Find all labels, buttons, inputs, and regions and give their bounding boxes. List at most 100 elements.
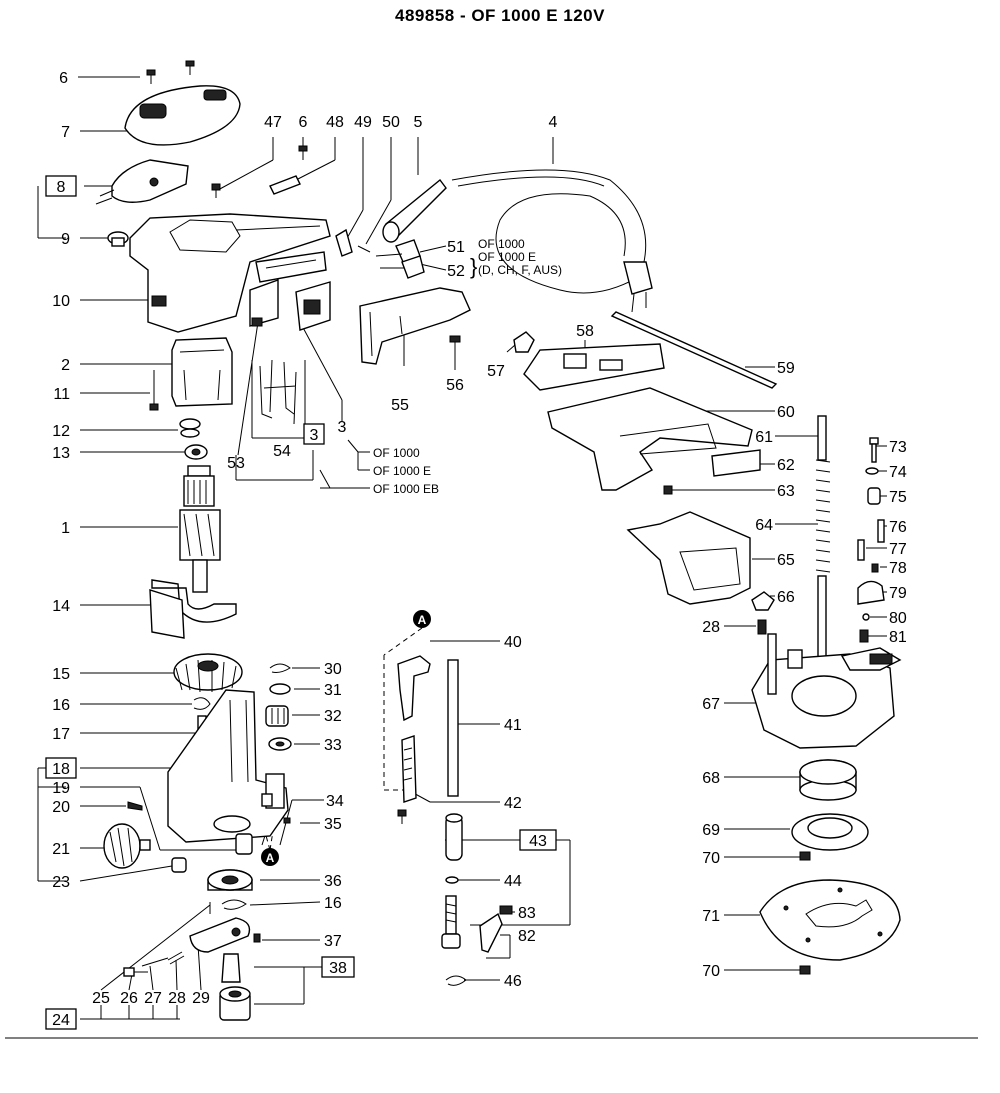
callout-30: 30	[324, 661, 342, 678]
callout-3-box: 3	[310, 427, 319, 444]
washer-part-44	[445, 876, 459, 884]
callout-82: 82	[518, 928, 536, 945]
callout-27: 27	[144, 990, 162, 1007]
lever-part-82	[479, 912, 503, 953]
screw-part-63	[663, 485, 673, 495]
chip-guard-part-65	[626, 511, 751, 605]
callout-59: 59	[777, 360, 795, 377]
svg-text:A: A	[266, 851, 275, 865]
guide-rod-part-59	[610, 311, 778, 389]
callout-77: 77	[889, 541, 907, 558]
callout-34: 34	[326, 793, 344, 810]
callout-62: 62	[777, 457, 795, 474]
washer-part-31	[269, 683, 291, 695]
callout-42: 42	[504, 795, 522, 812]
callout-4: 4	[549, 114, 558, 131]
callout-83: 83	[518, 905, 536, 922]
gear-housing-part-18	[167, 689, 289, 843]
strain-relief-part-5	[382, 178, 447, 243]
svg-text:OF 1000: OF 1000	[478, 237, 525, 251]
callout-63: 63	[777, 483, 795, 500]
motor-housing-part-10	[129, 213, 331, 333]
bearing-part-36	[207, 869, 253, 891]
callout-48: 48	[326, 114, 344, 131]
callout-19: 19	[52, 780, 70, 797]
washer-part-74	[865, 467, 879, 475]
screw-part-35	[283, 809, 407, 824]
callout-28-right: 28	[702, 619, 720, 636]
marker-a-bottom: A	[261, 848, 279, 866]
svg-text:OF 1000 E: OF 1000 E	[478, 250, 536, 264]
handle-part-55	[359, 287, 471, 365]
spring-part-27	[141, 957, 169, 967]
screw-part-6	[146, 60, 308, 160]
callout-35: 35	[324, 816, 342, 833]
callout-69: 69	[702, 822, 720, 839]
callout-51: 51	[447, 239, 465, 256]
callout-36: 36	[324, 873, 342, 890]
svg-text:OF 1000 E: OF 1000 E	[373, 464, 431, 478]
callout-71: 71	[702, 908, 720, 925]
armature-part-1	[179, 465, 221, 593]
callout-33: 33	[324, 737, 342, 754]
spring-part-28	[167, 951, 185, 965]
callout-41: 41	[504, 717, 522, 734]
motor-cover-part-7	[124, 85, 241, 146]
screw-part-50	[357, 245, 371, 253]
switch-part-3	[249, 251, 331, 331]
callout-1: 1	[61, 520, 70, 537]
callout-50: 50	[382, 114, 400, 131]
screw-part-77	[857, 539, 865, 561]
screw-part-53	[251, 317, 263, 327]
callout-80: 80	[889, 610, 907, 627]
callout-6b: 6	[299, 114, 308, 131]
callout-16b: 16	[324, 895, 342, 912]
screw-part-47	[211, 183, 221, 198]
screw-part-76	[877, 519, 885, 543]
callout-60: 60	[777, 404, 795, 421]
clamp-part-48	[269, 175, 301, 195]
svg-text:A: A	[418, 613, 427, 627]
circlip-part-16-lower	[221, 899, 247, 910]
spring-part-78	[871, 563, 879, 573]
callout-7: 7	[61, 124, 70, 141]
bolt-part-73	[869, 437, 879, 463]
callout-61: 61	[755, 429, 773, 446]
air-guide-part-14	[149, 579, 237, 639]
callout-55: 55	[391, 397, 409, 414]
plate-part-62	[711, 449, 761, 477]
power-cord-part-4	[451, 169, 653, 313]
callout-65: 65	[777, 552, 795, 569]
callout-76: 76	[889, 519, 907, 536]
screw-part-70	[799, 851, 811, 975]
callout-32: 32	[324, 708, 342, 725]
callout-75: 75	[889, 489, 907, 506]
callout-53: 53	[227, 455, 245, 472]
circlip-part-16	[193, 697, 211, 710]
callout-26: 26	[120, 990, 138, 1007]
svg-text:(D, CH, F, AUS): (D, CH, F, AUS)	[478, 263, 562, 277]
clamping-knob-part-21	[103, 823, 151, 869]
callout-43: 43	[529, 833, 547, 850]
column-part-61	[815, 415, 831, 667]
router-base-part-67	[751, 633, 902, 749]
callout-54: 54	[273, 443, 291, 460]
callout-17: 17	[52, 726, 70, 743]
clip-part-46	[445, 975, 467, 986]
edge-guide-part-60	[547, 387, 753, 491]
screw-part-37	[253, 933, 261, 943]
callout-40: 40	[504, 634, 522, 651]
callout-73: 73	[889, 439, 907, 456]
callout-58: 58	[576, 323, 594, 340]
ring-part-69	[791, 813, 869, 851]
turret-part-79	[857, 580, 885, 605]
screw-part-11	[149, 370, 159, 411]
callout-18: 18	[52, 761, 70, 778]
callout-74: 74	[889, 464, 907, 481]
callout-6: 6	[59, 70, 68, 87]
ball-part-80	[862, 613, 870, 621]
callout-49: 49	[354, 114, 372, 131]
knob-part-9	[107, 231, 129, 247]
screw-part-26	[123, 967, 148, 977]
collet-part-38	[219, 953, 251, 1021]
